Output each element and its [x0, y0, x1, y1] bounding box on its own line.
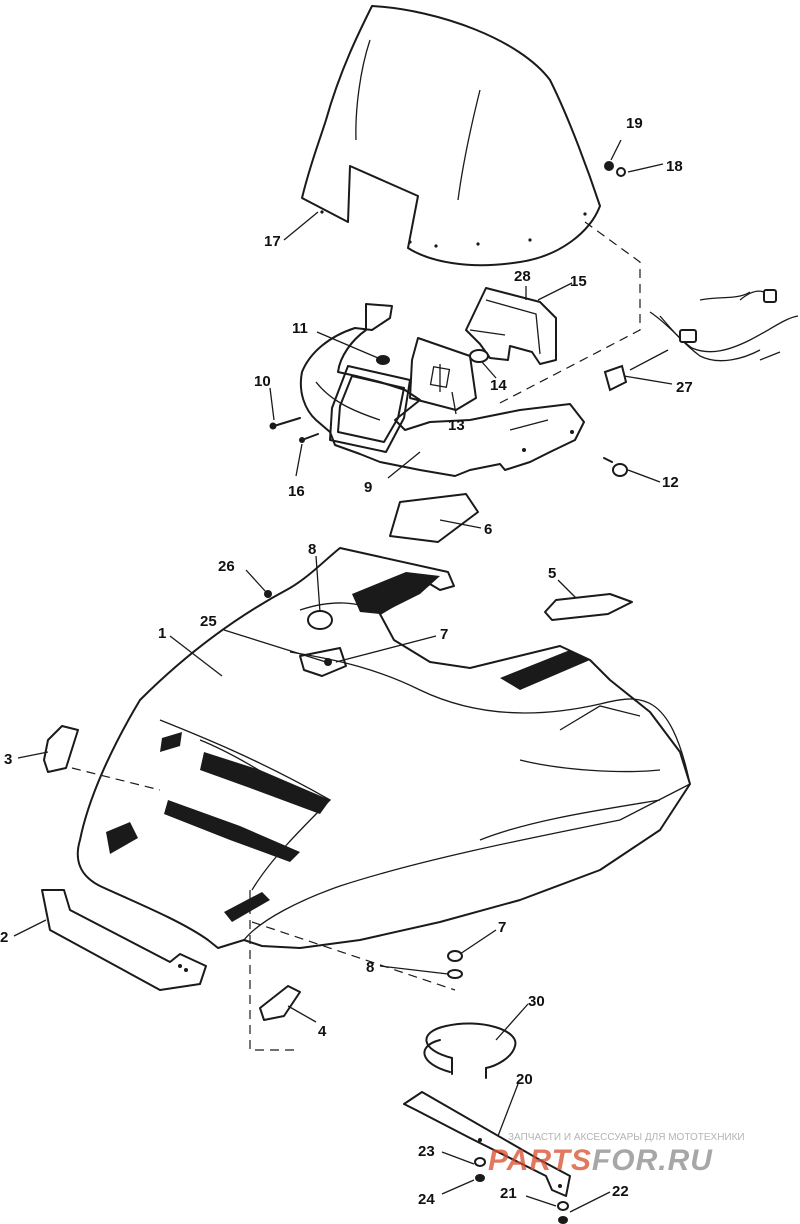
callout-25: 24 [418, 1191, 435, 1208]
watermark: ЗАПЧАСТИ И АКСЕССУАРЫ ДЛЯ МОТОТЕХНИКИ PA… [488, 1132, 745, 1177]
alignment-line-hood-bottom [251, 921, 456, 991]
callout-30: 30 [528, 993, 545, 1010]
callout-29: 28 [514, 268, 531, 285]
windshield-fasteners [604, 161, 626, 177]
switch-knob [603, 364, 628, 392]
callout-23: 22 [612, 1183, 629, 1200]
callout-22: 21 [500, 1185, 517, 1202]
callout-7-upper: 7 [440, 626, 448, 643]
callout-28: 27 [676, 379, 693, 396]
callout-13: 12 [662, 474, 679, 491]
callout-9: 8 [308, 541, 316, 558]
watermark-brand-prefix: PARTS [488, 1144, 592, 1177]
mount-bracket [403, 1091, 571, 1197]
callout-26: 25 [200, 613, 217, 630]
callout-12: 11 [292, 320, 308, 337]
callout-20: 19 [626, 115, 643, 132]
callout-18: 17 [264, 233, 281, 250]
alignment-line-windshield [497, 221, 641, 405]
callout-2: 2 [0, 929, 8, 946]
handle-4 [259, 985, 301, 1021]
bracket-hardware [474, 1157, 569, 1224]
callout-27: 26 [218, 558, 235, 575]
hood [76, 547, 691, 949]
callout-4: 4 [318, 1023, 327, 1040]
dash-console [299, 303, 585, 477]
alignment-line-hood-left [71, 767, 161, 791]
decal-5 [544, 593, 633, 621]
callout-6: 6 [484, 521, 492, 538]
decal-6 [389, 493, 479, 543]
callout-19: 18 [666, 158, 683, 175]
callout-17: 16 [288, 483, 305, 500]
callout-7-lower: 7 [498, 919, 506, 936]
watermark-brand: PARTSFOR.RU [488, 1144, 713, 1177]
screw-11 [269, 417, 301, 430]
callout-5: 5 [548, 565, 556, 582]
callout-3: 3 [4, 751, 12, 768]
wiring-harness [629, 289, 799, 371]
bumper-bracket-2 [41, 889, 207, 991]
callout-16: 15 [570, 273, 587, 290]
callout-24: 23 [418, 1143, 435, 1160]
headlight-shroud [465, 287, 557, 365]
hood-nut-washer [447, 950, 463, 979]
windshield [301, 5, 601, 267]
callout-15: 14 [490, 377, 507, 394]
screw-17 [299, 433, 319, 443]
callout-1: 1 [158, 625, 166, 642]
callout-14: 13 [448, 417, 465, 434]
callout-10: 9 [364, 479, 372, 496]
callout-labels: 17 19 18 28 15 11 14 13 10 16 9 12 27 6 … [0, 115, 693, 1208]
push-rivet [603, 457, 628, 477]
watermark-brand-suffix: FOR.RU [592, 1144, 713, 1177]
grab-handle-3 [43, 725, 79, 773]
callout-11: 10 [254, 373, 271, 390]
spring [376, 355, 390, 365]
bulb [469, 349, 489, 363]
alignment-line-latch [249, 890, 300, 1051]
leader-lines [13, 139, 673, 1213]
callout-8: 8 [366, 959, 374, 976]
watermark-tagline: ЗАПЧАСТИ И АКСЕССУАРЫ ДЛЯ МОТОТЕХНИКИ [508, 1132, 745, 1143]
callout-21: 20 [516, 1071, 533, 1088]
clamp-ring [423, 1022, 517, 1079]
